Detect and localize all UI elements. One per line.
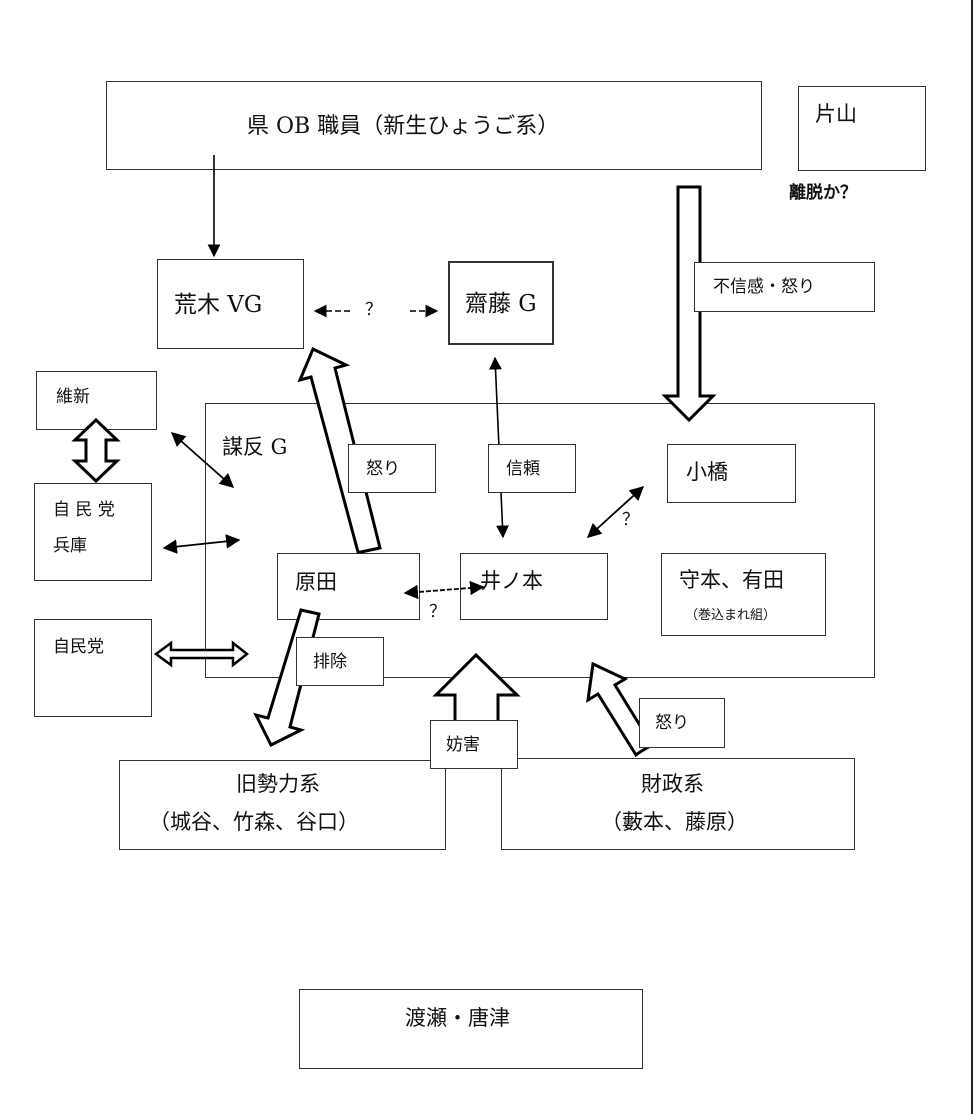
node-harada-label: 原田	[295, 570, 337, 594]
node-kohashi-label: 小橋	[686, 460, 728, 484]
katayama-note: 離脱か？	[789, 183, 857, 203]
label-obstruction-box	[430, 720, 518, 769]
node-morimoto-label: 守本、有田	[679, 568, 784, 592]
node-kohashi	[667, 444, 796, 503]
label-anger-zaisei-box	[639, 698, 725, 748]
node-araki	[157, 259, 304, 349]
label-exclusion: 排除	[313, 652, 347, 672]
arrow-ishin-muhon	[170, 432, 235, 488]
arrow-kenob-muhon	[661, 185, 717, 423]
label-anger-harada: 怒り	[366, 459, 400, 479]
node-kyuseiryoku	[119, 760, 446, 850]
node-araki-label: 荒木 VG	[174, 292, 263, 318]
arrow-jimin-muhon	[153, 640, 250, 668]
arrow-kohashi-inomoto	[586, 486, 645, 538]
label-araki-saito-q: ？	[365, 300, 382, 320]
node-jimin-hyogo	[34, 483, 152, 581]
node-saito	[448, 261, 554, 345]
node-watase	[299, 989, 643, 1069]
arrow-ishin-jiminhyogo	[71, 417, 121, 484]
node-katayama	[798, 86, 926, 171]
label-trust: 信頼	[506, 459, 540, 479]
node-ken-ob	[106, 81, 762, 170]
label-obstruction: 妨害	[446, 735, 480, 755]
node-zaisei-label-2: （藪本、藤原）	[601, 810, 748, 834]
node-morimoto	[661, 553, 826, 636]
node-inomoto	[460, 553, 608, 620]
label-anger-zaisei: 怒り	[655, 713, 689, 733]
node-jimin-hyogo-label-1: 自 民 党	[53, 500, 115, 520]
node-zaisei-label-1: 財政系	[641, 772, 704, 796]
node-zaisei	[501, 758, 855, 850]
label-distrust-box	[694, 262, 875, 312]
node-ken-ob-label: 県 OB 職員（新生ひょうご系）	[247, 114, 560, 139]
node-watase-label: 渡瀬・唐津	[405, 1006, 510, 1030]
node-jimin	[34, 619, 152, 717]
arrow-harada-inomoto	[403, 580, 485, 600]
node-saito-label: 齋藤 G	[465, 291, 537, 317]
group-muhon-label: 謀反 G	[222, 435, 288, 459]
node-morimoto-note: （巻込まれ組）	[685, 608, 777, 623]
label-harada-inomoto-q: ？	[429, 602, 446, 622]
label-distrust: 不信感・怒り	[713, 277, 815, 297]
label-anger-harada-box	[348, 444, 436, 493]
node-katayama-label: 片山	[815, 102, 857, 126]
node-kyuseiryoku-label-1: 旧勢力系	[236, 772, 320, 796]
page-edge-line	[971, 0, 973, 1114]
node-ishin-label: 維新	[56, 387, 90, 407]
label-exclusion-box	[296, 637, 384, 686]
arrow-jiminhyogo-muhon	[162, 534, 241, 554]
label-kohashi-q: ？	[622, 510, 639, 530]
node-kyuseiryoku-label-2: （城谷、竹森、谷口）	[149, 810, 359, 834]
label-trust-box	[488, 444, 576, 493]
node-inomoto-label: 井ノ本	[480, 569, 543, 593]
node-jimin-hyogo-label-2: 兵庫	[53, 536, 87, 556]
node-jimin-label: 自民党	[53, 637, 104, 657]
